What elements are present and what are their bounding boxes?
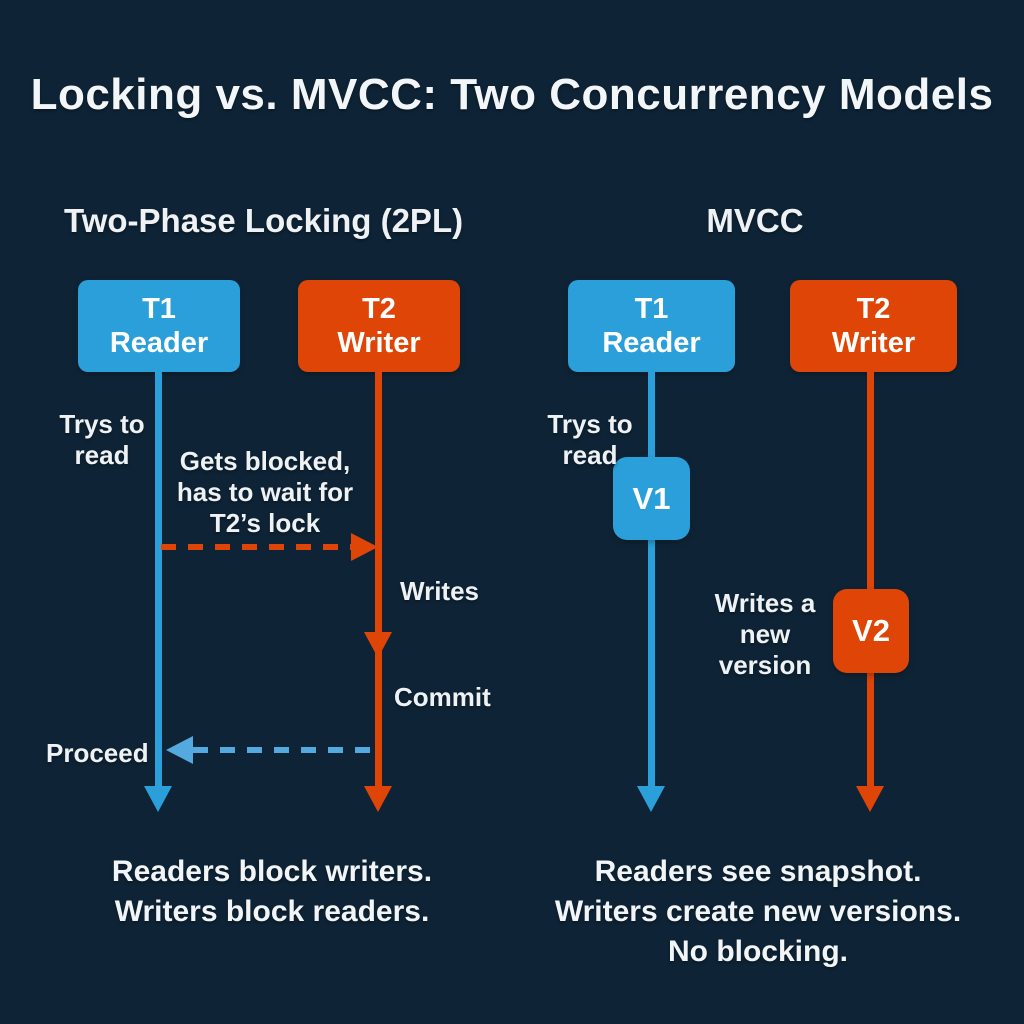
label-line: read — [562, 440, 618, 470]
label-line: Writes a — [714, 588, 816, 618]
label-line: T2’s lock — [209, 508, 321, 538]
reader-label: Reader — [109, 327, 209, 359]
arrow-down-icon — [856, 786, 884, 812]
t1-label: T1 — [634, 293, 669, 325]
label-line: version — [718, 650, 812, 680]
label-line: Gets blocked, — [179, 446, 351, 476]
right-t1-timeline — [648, 372, 655, 788]
label-line: Trys to — [547, 409, 633, 439]
t2-label: T2 — [362, 293, 396, 325]
arrow-down-icon — [144, 786, 172, 812]
t2-label: T2 — [856, 293, 891, 325]
label-writes-new-version: Writes a new version — [701, 588, 829, 681]
left-panel-caption: Readers block writers. Writers block rea… — [28, 852, 516, 932]
left-t1-reader-box: T1 Reader — [78, 280, 240, 372]
label-line: new — [739, 619, 791, 649]
right-t1-reader-box: T1 Reader — [568, 280, 735, 372]
writer-label: Writer — [831, 327, 916, 359]
right-panel-caption: Readers see snapshot. Writers create new… — [518, 852, 998, 972]
blocked-dashed-line — [161, 544, 351, 550]
label-line: has to wait for — [176, 477, 354, 507]
arrow-left-icon — [166, 736, 193, 764]
label-line: read — [74, 440, 130, 470]
left-t2-writer-box: T2 Writer — [298, 280, 460, 372]
writer-label: Writer — [337, 327, 421, 359]
right-t2-timeline — [867, 372, 874, 788]
label-writes: Writes — [400, 576, 479, 606]
caption-line: Writers create new versions. — [554, 895, 962, 928]
label-trys-to-read: Trys to read — [527, 409, 653, 471]
proceed-dashed-line — [193, 747, 375, 753]
page-title: Locking vs. MVCC: Two Concurrency Models — [30, 70, 994, 119]
arrow-right-icon — [351, 533, 378, 561]
arrow-down-icon — [637, 786, 665, 812]
arrow-down-icon — [364, 786, 392, 812]
caption-line: No blocking. — [668, 935, 848, 968]
label-commit: Commit — [394, 682, 491, 712]
v2-version-box: V2 — [833, 589, 909, 673]
left-t1-timeline — [155, 372, 162, 788]
label-trys-to-read: Trys to read — [36, 409, 168, 471]
reader-label: Reader — [602, 327, 701, 359]
label-line: Trys to — [59, 409, 145, 439]
v1-version-box: V1 — [613, 457, 690, 540]
caption-line: Readers block writers. — [111, 855, 433, 888]
left-panel-heading: Two-Phase Locking (2PL) — [64, 202, 464, 239]
label-gets-blocked: Gets blocked, has to wait for T2’s lock — [150, 446, 380, 539]
left-t2-timeline — [375, 372, 382, 788]
right-panel-heading: MVCC — [706, 202, 804, 239]
label-proceed: Proceed — [46, 738, 149, 768]
caption-line: Readers see snapshot. — [594, 855, 922, 888]
right-t2-writer-box: T2 Writer — [790, 280, 957, 372]
t1-label: T1 — [142, 293, 176, 325]
caption-line: Writers block readers. — [114, 895, 430, 928]
arrow-down-icon — [364, 632, 392, 658]
